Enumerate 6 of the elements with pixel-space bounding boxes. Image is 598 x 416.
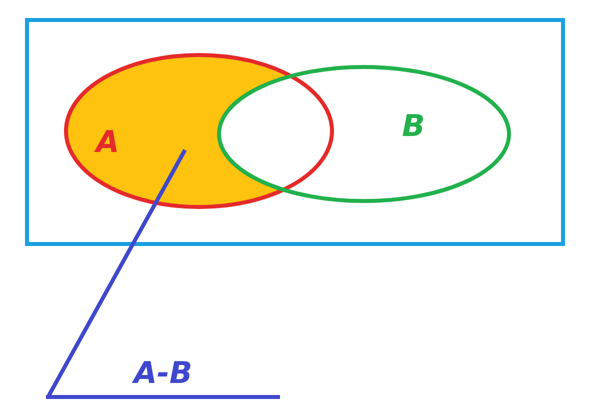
underlined-label: A-B xyxy=(46,352,280,399)
leader-line xyxy=(46,149,187,398)
ellipse xyxy=(217,65,511,203)
universe-rectangle xyxy=(25,18,565,246)
set-label: A xyxy=(96,128,120,158)
set-label: B xyxy=(402,112,425,142)
